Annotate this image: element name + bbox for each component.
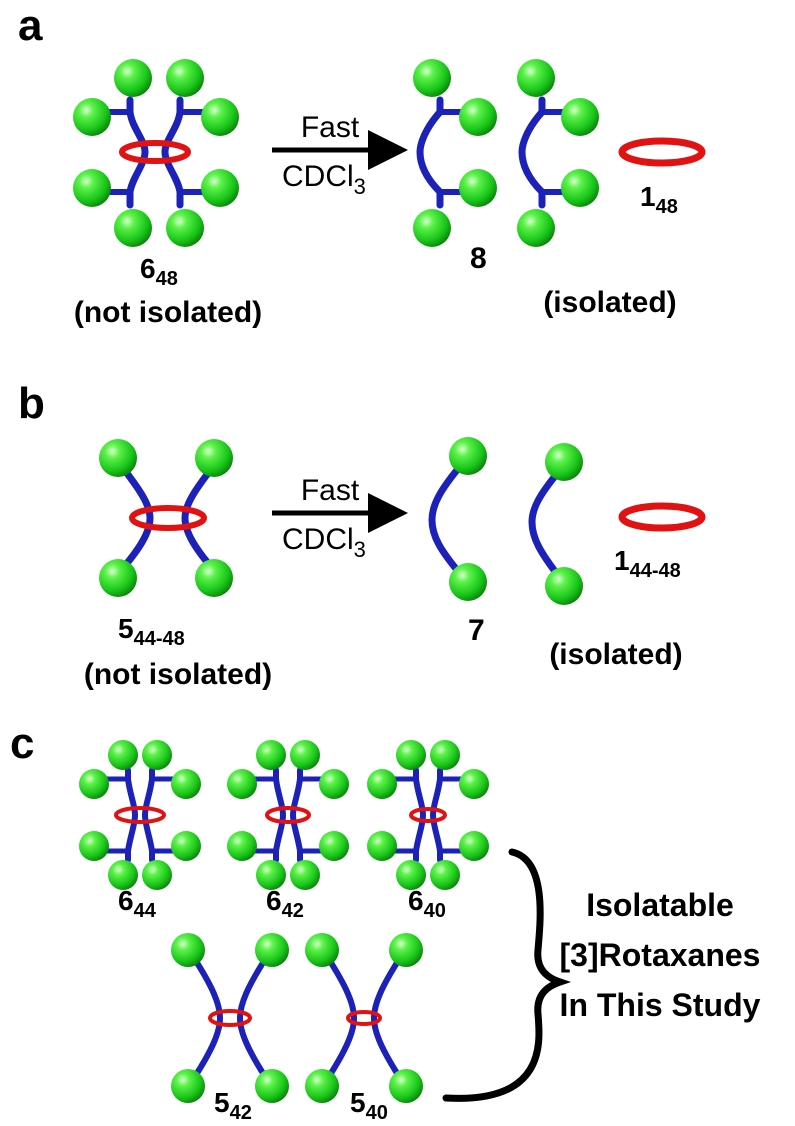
compound-label-6-48: 648 [140,253,178,290]
panel-c-letter: c [10,719,34,768]
thread-7-left [428,437,487,601]
free-ring-1-44-48 [618,502,706,532]
compound-label-5-42: 542 [214,1087,252,1124]
note-not-isolated-b: (not isolated) [84,658,272,691]
panel-b-letter: b [18,379,45,428]
compound-label-5-44-48: 544-48 [118,613,185,650]
compound-label-6-44: 644 [118,885,157,922]
arrow-top-label-b: Fast [301,474,360,507]
rotaxane-5-42 [171,933,289,1103]
compound-label-6-40: 640 [408,885,446,922]
note-not-isolated-a: (not isolated) [74,296,262,329]
arrow-bottom-label-b: CDCl3 [282,523,366,562]
arrow-top-label-a: Fast [301,111,360,144]
thread-8-left [413,59,497,247]
compound-label-1-44-48: 144-48 [614,545,681,582]
grouping-brace [442,848,572,1102]
thread-7-right [528,443,583,605]
stopper-balls [73,59,239,247]
rotaxane-6-42 [227,740,349,890]
caption-line-1: Isolatable [586,887,734,923]
compound-label-6-42: 642 [266,885,304,922]
rotaxane-6-48 [73,59,239,247]
rotaxane-6-44 [79,740,201,890]
arrow-bottom-label-a: CDCl3 [282,160,366,199]
compound-label-1-48: 148 [640,181,678,218]
ring-macrocycle [119,140,191,164]
rotaxane-5-40 [305,933,423,1103]
note-isolated-a: (isolated) [543,286,676,319]
compound-label-7: 7 [468,614,485,647]
free-ring-1-48 [618,137,706,167]
note-isolated-b: (isolated) [549,638,682,671]
thread-8-right [517,59,599,247]
compound-label-8: 8 [470,242,487,275]
rotaxane-6-40 [367,740,489,890]
ring-macrocycle [129,505,207,531]
caption-line-2: [3]Rotaxanes [560,937,761,973]
panel-a-letter: a [18,1,43,50]
rotaxane-5-44-48 [99,439,233,597]
compound-label-5-40: 540 [350,1087,388,1124]
caption-line-3: In This Study [560,987,761,1023]
